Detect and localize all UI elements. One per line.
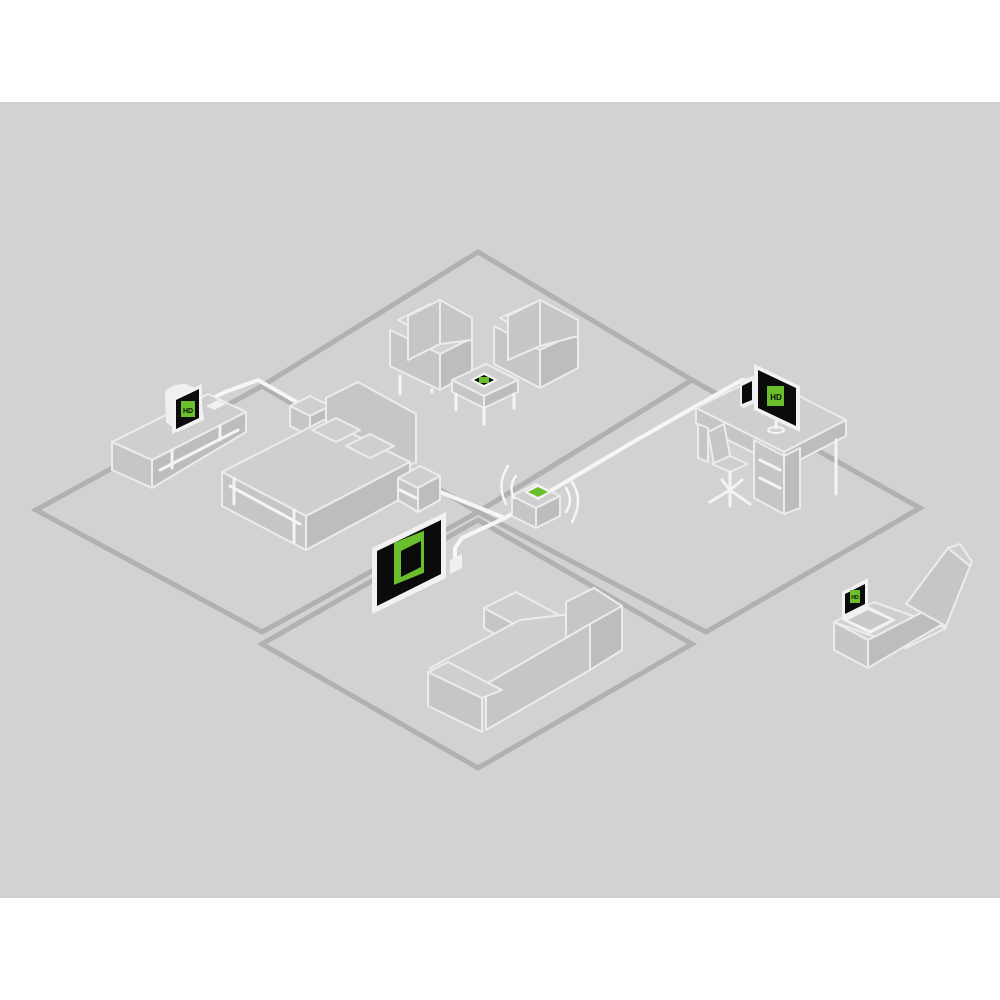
wifi-wave-right-inner [564, 486, 572, 514]
office-furniture: HD [695, 364, 847, 515]
living-room-tv-label: HD [402, 554, 420, 568]
pc-tower [740, 376, 756, 408]
office-monitor: HD [754, 364, 800, 434]
lounge-receiver [470, 372, 498, 388]
armchair-right [493, 299, 579, 389]
desk [695, 375, 847, 515]
armchair-left [389, 299, 473, 396]
wifi-wave-left-inner [510, 474, 518, 500]
sectional-sofa [427, 587, 623, 733]
wall-office-room [472, 377, 926, 635]
chaise-with-laptop: HD [833, 543, 973, 669]
bedroom-furniture: HD [111, 381, 441, 551]
bed [221, 381, 417, 551]
wifi-wave-right-outer [570, 480, 580, 524]
wifi-wave-left-outer [500, 464, 510, 506]
living-room-furniture: HD [372, 512, 623, 733]
wireless-hub [500, 464, 580, 529]
nightstand-right [397, 465, 441, 513]
living-room-tv: HD [372, 512, 462, 614]
laptop-label: HD [851, 595, 859, 601]
bedroom-tv-label: HD [183, 408, 193, 415]
lounge-furniture [389, 299, 579, 426]
office-chair [707, 423, 752, 508]
laptop: HD [842, 578, 896, 634]
office-monitor-label: HD [770, 393, 782, 402]
bedroom-tv: HD [165, 384, 226, 434]
